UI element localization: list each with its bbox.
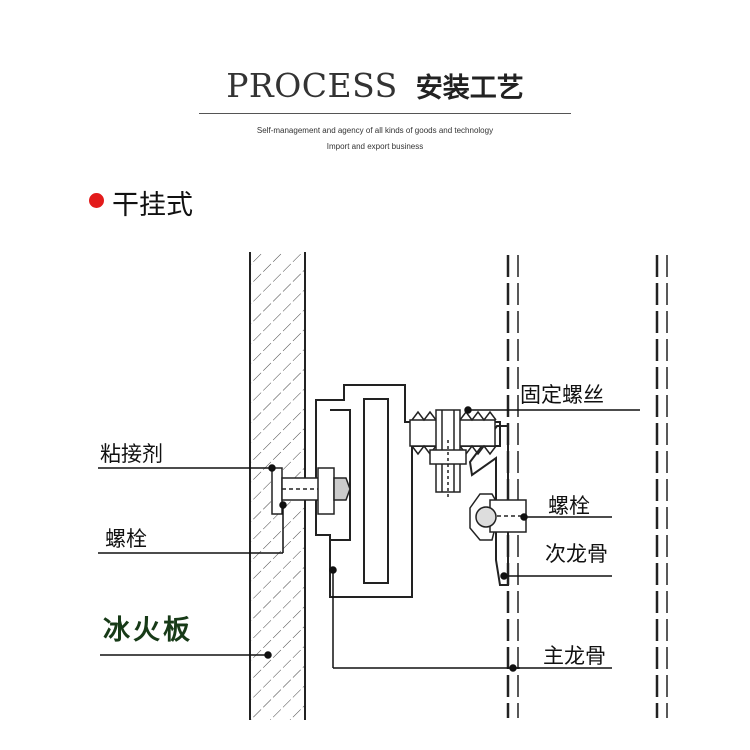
- label-main-keel: 主龙骨: [543, 644, 606, 668]
- page-title: PROCESS 安装工艺: [0, 66, 750, 105]
- right-bolt: [469, 493, 527, 541]
- header-divider: [199, 113, 571, 114]
- label-panel: 冰火板: [103, 615, 193, 646]
- mounting-bracket: [315, 384, 501, 598]
- section-label: 干挂式: [112, 190, 193, 221]
- title-english: PROCESS: [226, 66, 398, 105]
- fixing-screw: [409, 409, 497, 500]
- label-adhesive: 粘接剂: [100, 442, 163, 466]
- leader-lines: [98, 406, 640, 672]
- left-bolt: [271, 467, 351, 515]
- main-keel: [506, 255, 668, 718]
- secondary-keel: [468, 425, 509, 586]
- label-bolt-left: 螺栓: [105, 527, 147, 551]
- subtitle-line-1: Self-management and agency of all kinds …: [256, 126, 494, 135]
- subtitle-line-2: Import and export business: [326, 142, 424, 151]
- label-fixing-screw: 固定螺丝: [520, 383, 604, 407]
- red-bullet-icon: [89, 193, 104, 208]
- label-secondary-keel: 次龙骨: [545, 542, 608, 566]
- title-chinese: 安装工艺: [415, 73, 524, 104]
- label-bolt-right: 螺栓: [548, 494, 590, 518]
